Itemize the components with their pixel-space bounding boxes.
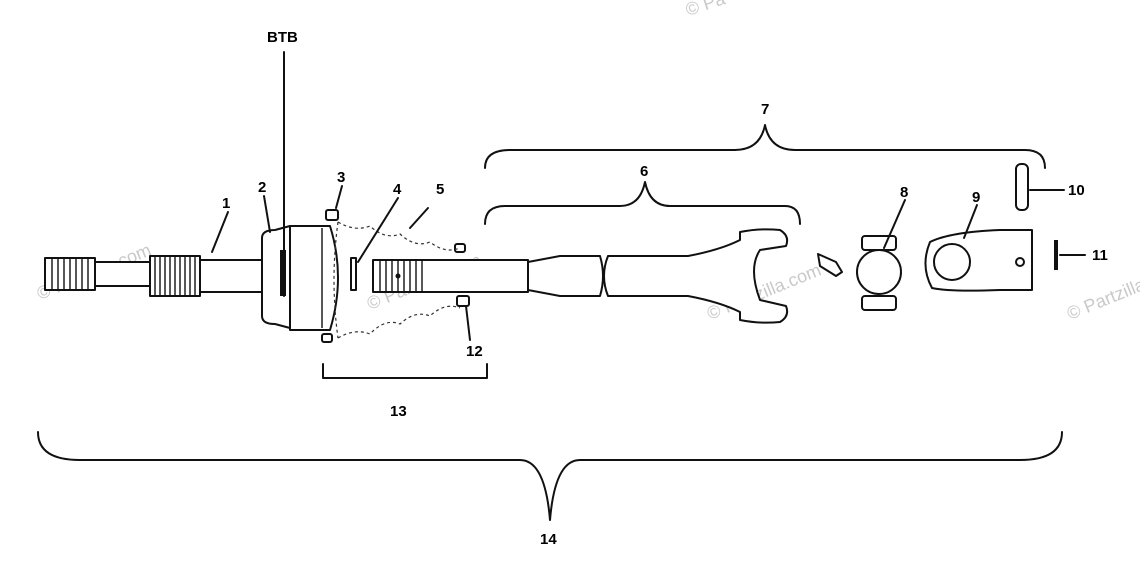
bracket-7	[484, 124, 1046, 169]
callout-3: 3	[337, 169, 345, 186]
callout-14: 14	[540, 531, 557, 548]
callout-2: 2	[258, 179, 266, 196]
leader-lines	[211, 185, 1086, 341]
part-9-yoke	[924, 229, 1033, 292]
callout-4: 4	[393, 181, 402, 198]
part-1-cv-shaft	[44, 225, 339, 331]
callout-11: 11	[1092, 247, 1108, 264]
part-6-slip-yoke	[372, 228, 789, 324]
part-5-boot	[333, 221, 461, 339]
callout-13: 13	[390, 403, 407, 420]
callout-10: 10	[1068, 182, 1085, 199]
bracket-14	[37, 431, 1063, 521]
part-8-u-joint-cross	[817, 235, 902, 311]
bracket-6	[484, 181, 801, 225]
watermark-top: © Pa	[683, 0, 728, 20]
part-3-clamp	[321, 209, 339, 343]
callout-btb: BTB	[267, 29, 298, 46]
callout-7: 7	[761, 101, 769, 118]
callout-5: 5	[436, 181, 444, 198]
part-4-circlip	[350, 257, 357, 291]
watermark-right: © Partzilla.com	[1064, 260, 1140, 324]
callout-1: 1	[222, 195, 230, 212]
part-10-pin	[1015, 163, 1029, 211]
callout-8: 8	[900, 184, 908, 201]
callout-12: 12	[466, 343, 483, 360]
bracket-13	[322, 363, 488, 379]
callout-6: 6	[640, 163, 648, 180]
part-11-roll-pin	[1054, 240, 1058, 270]
callout-9: 9	[972, 189, 980, 206]
part-12-clamp	[454, 243, 470, 307]
